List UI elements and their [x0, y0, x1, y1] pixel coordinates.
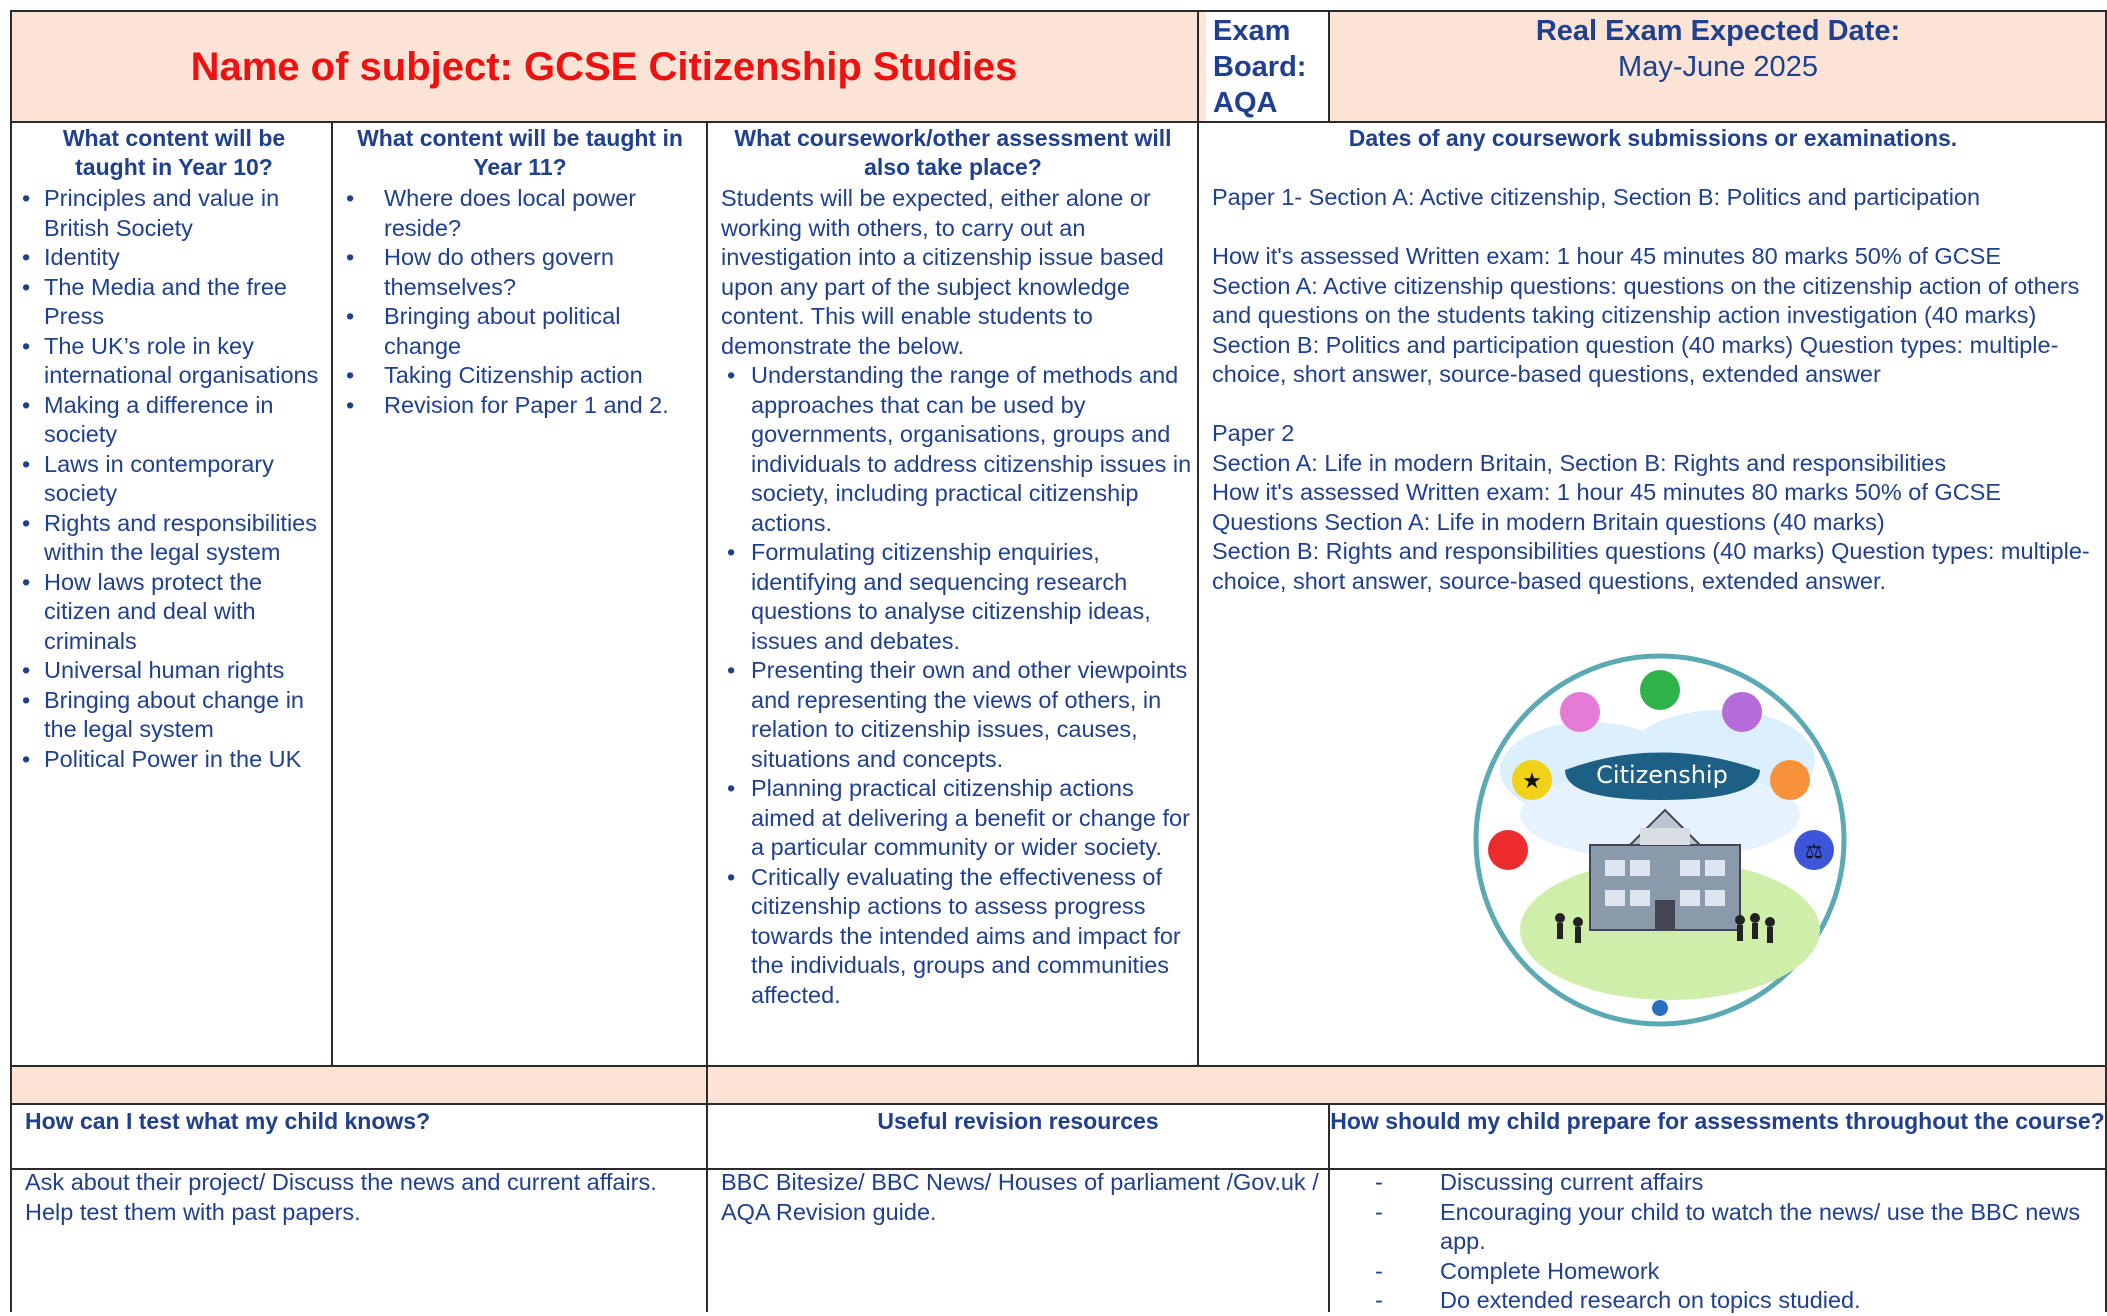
coursework-header: What coursework/other assessment will al… — [734, 125, 1172, 180]
prepare-header: How should my child prepare for assessme… — [1330, 1108, 2105, 1134]
exam-date: Real Exam Expected Date: May-June 2025 — [1330, 13, 2106, 85]
exam-date-label: Real Exam Expected Date: — [1535, 15, 1901, 47]
coursework-intro: Students will be expected, either alone … — [721, 185, 1164, 359]
year10-item: Rights and responsibilities within the l… — [22, 509, 325, 568]
page-title: Name of subject: GCSE Citizenship Studie… — [190, 45, 1018, 89]
exam-board-line-2: Board: — [1213, 51, 1307, 83]
year10-item: The Media and the free Press — [22, 273, 325, 332]
year10-item: Identity — [22, 243, 325, 273]
paper1-section-b: Section B: Politics and participation qu… — [1212, 331, 2059, 388]
year10-item: The UK’s role in key international organ… — [22, 332, 325, 391]
year11-header: What content will be taught in Year 11? — [357, 125, 683, 180]
coursework-item: Planning practical citizenship actions a… — [727, 774, 1193, 863]
people-circle-icon — [1560, 692, 1600, 732]
prepare-item: Discussing current affairs — [1375, 1168, 2100, 1198]
paper1-title: Paper 1- Section A: Active citizenship, … — [1212, 184, 1981, 210]
resources-text: BBC Bitesize/ BBC News/ Houses of parlia… — [721, 1169, 1319, 1225]
citizenship-logo: Citizenship ★ ⚖ — [1473, 653, 1847, 1027]
year10-item: Political Power in the UK — [22, 745, 325, 775]
coursework-item: Critically evaluating the effectiveness … — [727, 863, 1193, 1011]
year11-item: Where does local power reside? — [346, 184, 700, 243]
prepare-item: Encouraging your child to watch the news… — [1375, 1198, 2100, 1257]
coursework-content: Students will be expected, either alone … — [721, 184, 1193, 1010]
lightbulb-icon — [1770, 760, 1810, 800]
exam-date-value: May-June 2025 — [1618, 51, 1818, 83]
exam-board-label: Exam Board: AQA — [1213, 13, 1328, 121]
fist-icon — [1640, 670, 1680, 710]
svg-text:★: ★ — [1522, 768, 1542, 793]
year10-item: How laws protect the citizen and deal wi… — [22, 568, 325, 657]
year10-item: Bringing about change in the legal syste… — [22, 686, 325, 745]
year11-item: Bringing about political change — [346, 302, 700, 361]
year10-item: Universal human rights — [22, 656, 325, 686]
coursework-item: Understanding the range of methods and a… — [727, 361, 1193, 538]
logo-banner-text: Citizenship — [1596, 761, 1728, 789]
star-icon — [1512, 760, 1552, 800]
paper2-assessment: How it's assessed Written exam: 1 hour 4… — [1212, 479, 2002, 505]
prepare-item: Complete Homework — [1375, 1257, 2100, 1287]
people-icon — [1555, 913, 1775, 943]
coursework-item: Presenting their own and other viewpoint… — [727, 656, 1193, 774]
year11-item: Taking Citizenship action — [346, 361, 700, 391]
year10-list: Principles and value in British Society … — [20, 184, 325, 774]
exam-board-line-1: Exam — [1213, 15, 1291, 47]
prepare-list: Discussing current affairs Encouraging y… — [1330, 1168, 2100, 1316]
paper1-assessment: How it's assessed Written exam: 1 hour 4… — [1212, 243, 2002, 269]
year10-item: Making a difference in society — [22, 391, 325, 450]
school-icon — [1589, 808, 1741, 931]
heart-hand-icon — [1722, 692, 1762, 732]
year10-header: What content will be taught in Year 10? — [62, 125, 286, 180]
exam-date-cell — [1328, 11, 2106, 121]
paper2-section-a: Questions Section A: Life in modern Brit… — [1212, 508, 1885, 535]
paper2-sections: Section A: Life in modern Britain, Secti… — [1212, 449, 1947, 476]
paper1-section-a: Section A: Active citizenship questions:… — [1212, 272, 2080, 329]
scales-icon — [1794, 830, 1834, 870]
exam-board-name: AQA — [1213, 87, 1278, 119]
prepare-item: Do extended research on topics studied. — [1375, 1286, 2100, 1316]
handshake-icon — [1488, 830, 1528, 870]
year11-item: Revision for Paper 1 and 2. — [346, 391, 700, 421]
year11-item: How do others govern themselves? — [346, 243, 700, 302]
coursework-item: Formulating citizenship enquiries, ident… — [727, 538, 1193, 656]
dates-header: Dates of any coursework submissions or e… — [1348, 125, 1958, 151]
svg-text:⚖: ⚖ — [1805, 841, 1823, 863]
paper2-section-b: Section B: Rights and responsibilities q… — [1212, 538, 2090, 594]
spacer-row — [11, 1066, 2107, 1103]
title-cell — [11, 11, 1206, 121]
dates-content: Paper 1- Section A: Active citizenship, … — [1212, 183, 2092, 596]
year10-item: Principles and value in British Society — [22, 184, 325, 243]
paper2-title: Paper 2 — [1212, 420, 1295, 446]
year10-item: Laws in contemporary society — [22, 450, 325, 509]
drop-icon — [1652, 1000, 1668, 1016]
year11-list: Where does local power reside? How do ot… — [335, 184, 700, 420]
resources-header: Useful revision resources — [877, 1108, 1159, 1134]
test-text: Ask about their project/ Discuss the new… — [25, 1169, 657, 1225]
test-header: How can I test what my child knows? — [25, 1108, 431, 1134]
